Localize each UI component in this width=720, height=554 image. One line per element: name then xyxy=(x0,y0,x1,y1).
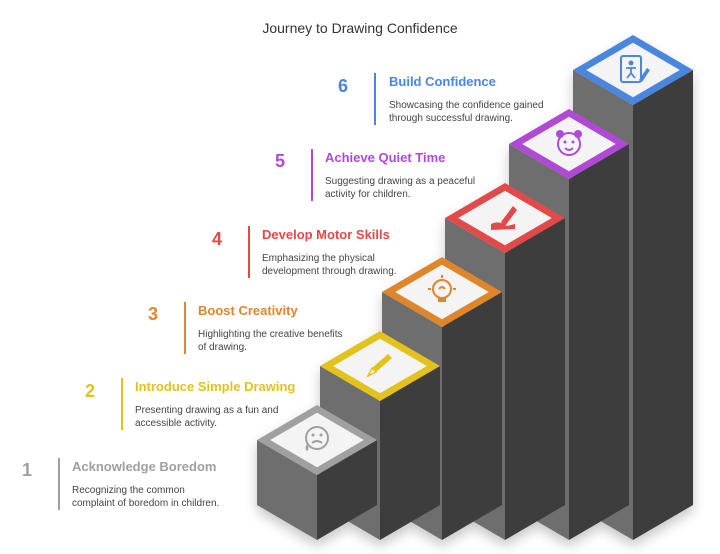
hand-pencil-icon xyxy=(491,206,517,230)
step-accent-bar xyxy=(58,458,60,510)
step-heading: Boost Creativity xyxy=(198,303,298,318)
step-accent-bar xyxy=(248,226,250,278)
diagram-title: Journey to Drawing Confidence xyxy=(262,20,458,36)
step-heading: Build Confidence xyxy=(389,74,496,89)
step-description-line-1: Showcasing the confidence gained xyxy=(389,100,544,111)
step-accent-bar xyxy=(121,378,123,430)
step-6-right-face xyxy=(633,70,693,540)
step-description-line-2: through successful drawing. xyxy=(389,113,513,124)
lightbulb-icon xyxy=(428,275,456,302)
step-description-line-1: Highlighting the creative benefits xyxy=(198,329,343,340)
person-drawing-icon xyxy=(620,55,650,83)
step-heading: Achieve Quiet Time xyxy=(325,150,446,165)
step-number: 4 xyxy=(212,229,223,249)
step-number: 3 xyxy=(148,304,159,324)
step-number: 2 xyxy=(85,381,96,401)
step-5-panel xyxy=(522,116,616,172)
step-description-line-2: activity for children. xyxy=(325,189,411,200)
step-1-right-face xyxy=(317,440,377,540)
step-heading: Introduce Simple Drawing xyxy=(135,379,296,394)
step-accent-bar xyxy=(374,73,376,125)
step-description-line-2: complaint of boredom in children. xyxy=(72,498,220,509)
step-5-right-face xyxy=(569,144,629,540)
step-description-line-1: Suggesting drawing as a peaceful xyxy=(325,176,476,187)
step-heading: Acknowledge Boredom xyxy=(72,459,217,474)
step-3-right-face xyxy=(442,292,502,540)
step-description-line-1: Presenting drawing as a fun and xyxy=(135,405,279,416)
step-heading: Develop Motor Skills xyxy=(262,227,390,242)
step-number: 5 xyxy=(275,151,286,171)
step-accent-bar xyxy=(311,149,313,201)
step-description-line-2: accessible activity. xyxy=(135,418,218,429)
step-accent-bar xyxy=(184,302,186,354)
step-description-line-2: of drawing. xyxy=(198,342,247,353)
step-4-right-face xyxy=(505,218,565,540)
step-description-line-1: Emphasizing the physical xyxy=(262,253,375,264)
step-number: 1 xyxy=(22,460,33,480)
step-3-panel xyxy=(395,264,489,320)
step-number: 6 xyxy=(338,76,349,96)
step-description-line-2: development through drawing. xyxy=(262,266,397,277)
sad-face-drop-icon xyxy=(305,426,329,451)
step-2-right-face xyxy=(380,366,440,540)
step-6-panel xyxy=(586,42,680,98)
step-1-left-face xyxy=(257,440,317,540)
pencil-icon xyxy=(366,354,392,378)
step-description-line-1: Recognizing the common xyxy=(72,485,185,496)
alarm-clock-icon xyxy=(556,130,582,156)
